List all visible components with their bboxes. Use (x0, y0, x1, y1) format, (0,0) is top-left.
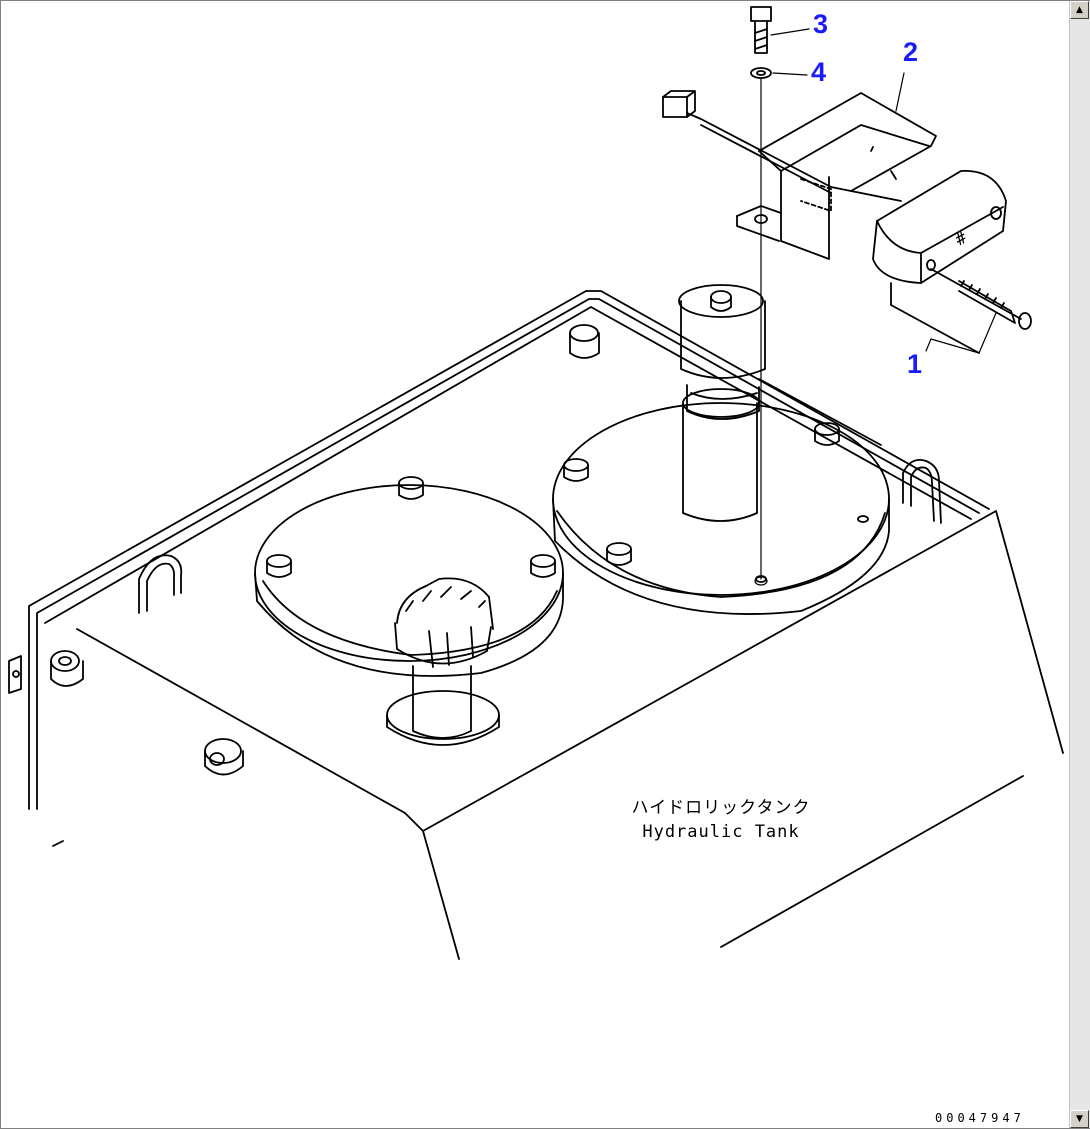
sensor-screw (930, 268, 1032, 330)
leader-2 (895, 72, 905, 112)
lifting-handle-right (902, 458, 942, 524)
scroll-up-button[interactable]: ▲ (1070, 1, 1089, 19)
cover-bolts-right (563, 422, 840, 566)
washer (750, 67, 772, 79)
tank-label: ハイドロリックタンク Hydraulic Tank (601, 796, 841, 844)
filter-assembly (678, 284, 882, 522)
arrow-up-icon: ▲ (1076, 5, 1083, 15)
assembly-axis (754, 78, 768, 586)
mounting-bracket (736, 92, 937, 260)
sensor-wire (662, 90, 902, 202)
sensor-switch (872, 170, 1007, 354)
vertical-scrollbar[interactable]: ▲ ▼ (1069, 1, 1090, 1128)
leader-3 (770, 28, 810, 36)
boss-left-front (50, 650, 84, 687)
bolt (750, 6, 772, 54)
cover-bolts-left (266, 476, 556, 578)
scroll-down-button[interactable]: ▼ (1070, 1110, 1089, 1128)
boss-front (204, 738, 244, 776)
tank-label-japanese: ハイドロリックタンク (631, 798, 811, 818)
left-cover-plate (254, 484, 564, 677)
callout-2: 2 (903, 37, 919, 67)
tank-outline (8, 290, 1064, 960)
filler-cap (386, 577, 500, 746)
leader-1 (925, 312, 997, 354)
document-number: 00047947 (935, 1111, 1025, 1125)
lifting-handle-left (138, 554, 183, 614)
callout-4: 4 (811, 57, 827, 87)
arrow-down-icon: ▼ (1076, 1114, 1083, 1124)
tank-label-english: Hydraulic Tank (642, 822, 800, 842)
callout-3: 3 (813, 9, 829, 39)
callout-1: 1 (907, 349, 923, 379)
boss-rear (569, 324, 600, 359)
leader-4 (772, 72, 808, 76)
hydraulic-tank-drawing (8, 6, 1064, 960)
